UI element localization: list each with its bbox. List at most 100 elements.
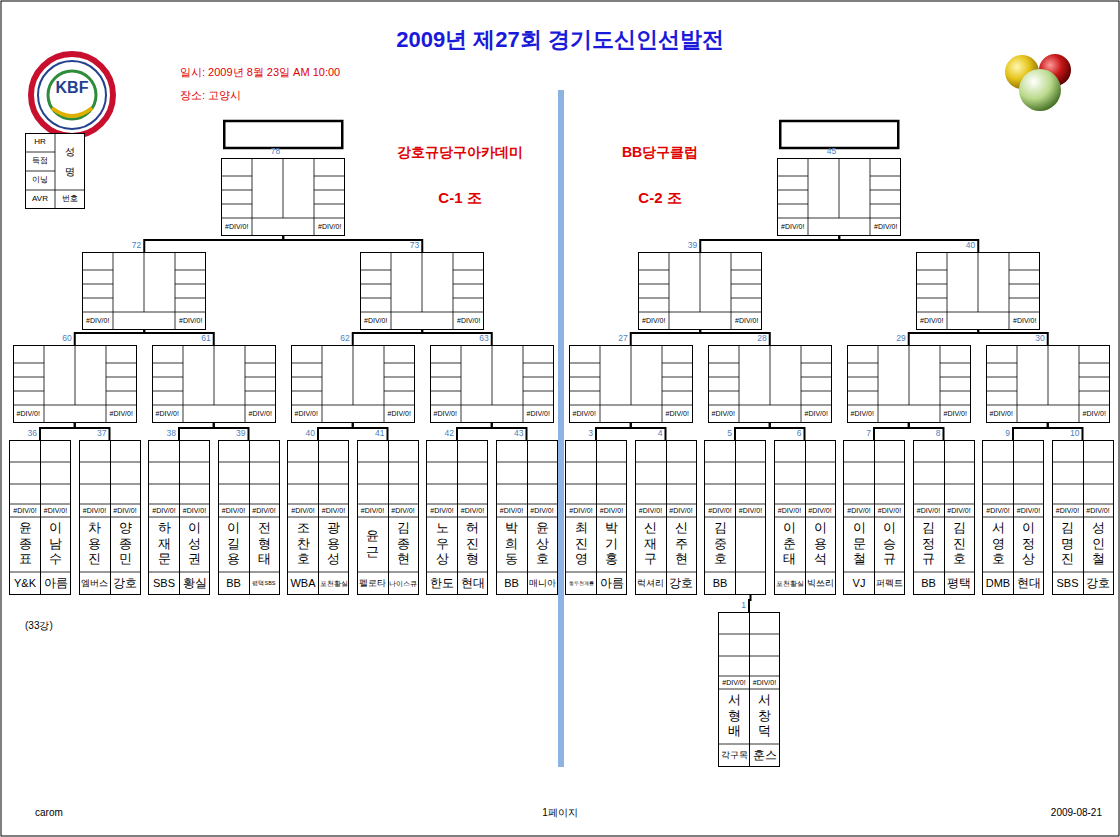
match-number: 36 <box>28 429 37 438</box>
average-cell: #DIV/0! <box>990 410 1013 418</box>
grid-line <box>731 284 762 285</box>
grid-line <box>9 517 41 518</box>
average-cell: #DIV/0! <box>500 507 523 515</box>
grid-line <box>522 345 523 423</box>
player-name: 이승규 <box>883 521 896 568</box>
cell-grid <box>749 612 780 767</box>
grid-line <box>82 298 113 299</box>
grid-line <box>113 312 175 313</box>
grid-line <box>82 312 113 313</box>
grid-line <box>384 363 415 364</box>
club-name: 포천황실 <box>776 580 804 587</box>
grid-line <box>40 484 71 485</box>
grid-line <box>805 484 836 485</box>
grid-line <box>527 572 558 573</box>
average-cell: #DIV/0! <box>434 410 457 418</box>
grid-line <box>600 405 662 406</box>
grid-line <box>218 517 250 518</box>
club-name: 동두천계룡 <box>569 581 594 587</box>
cell-grid <box>496 440 528 595</box>
grid-line <box>314 204 345 205</box>
player-box: #DIV/0!차용진엠버스 <box>79 440 111 595</box>
grid-line <box>388 462 419 463</box>
average-cell: #DIV/0! <box>920 317 943 325</box>
grid-line <box>496 504 528 505</box>
round-note: (33강) <box>25 620 53 632</box>
player-box: #DIV/0!성인철강호 <box>1083 440 1114 595</box>
grid-line <box>287 517 319 518</box>
grid-line <box>1083 572 1114 573</box>
grid-line <box>749 744 780 745</box>
grid-line <box>245 391 276 392</box>
player-box: #DIV/0!이성권황실 <box>179 440 210 595</box>
grid-line <box>79 517 111 518</box>
page-title: 2009년 제27회 경기도신인선발전 <box>396 27 724 52</box>
match-number: 8 <box>936 429 941 438</box>
average-cell: #DIV/0! <box>722 679 745 687</box>
grid-line <box>82 284 113 285</box>
grid-line <box>221 218 252 219</box>
player-box: #DIV/0!이용석빅쓰리 <box>805 440 836 595</box>
grid-line <box>986 405 1017 406</box>
grid-line <box>638 312 669 313</box>
grid-line <box>360 298 391 299</box>
grid-line <box>527 462 558 463</box>
venue-name: 강호규당구아카데미 <box>397 144 523 160</box>
player-name: 성인철 <box>1092 521 1105 568</box>
grid-line <box>457 462 488 463</box>
club-name: 강호 <box>669 577 693 590</box>
match-box: 28#DIV/0!#DIV/0! <box>708 345 832 423</box>
grid-line <box>527 504 558 505</box>
bracket-line <box>144 236 283 252</box>
average-cell: #DIV/0! <box>847 507 870 515</box>
grid-line <box>383 345 384 423</box>
grid-line <box>318 572 349 573</box>
club-name: 현대 <box>461 577 485 590</box>
player-name: 노우상 <box>436 521 449 568</box>
match-box: 39#DIV/0!#DIV/0! <box>638 252 762 330</box>
grid-line <box>175 298 206 299</box>
grid-line <box>870 158 871 236</box>
grid-line <box>944 484 975 485</box>
grid-line <box>25 171 55 172</box>
grid-line <box>113 252 114 330</box>
grid-line <box>322 405 384 406</box>
grid-line <box>777 204 808 205</box>
cell-grid <box>944 440 975 595</box>
player-name: 김중호 <box>714 521 727 568</box>
grid-line <box>1052 504 1084 505</box>
grid-line <box>314 190 345 191</box>
grid-line <box>774 504 806 505</box>
grid-line <box>179 462 210 463</box>
average-cell: #DIV/0! <box>1017 507 1040 515</box>
grid-line <box>947 312 1009 313</box>
match-number: 7 <box>866 429 871 438</box>
grid-line <box>430 391 461 392</box>
grid-line <box>430 377 461 378</box>
grid-line <box>40 462 71 463</box>
grid-line <box>569 363 600 364</box>
match-group: #DIV/0!이길용BB#DIV/0!전형태평택SBS39 <box>218 440 280 595</box>
cell-grid <box>874 440 905 595</box>
grid-line <box>944 462 975 463</box>
bracket-line <box>596 423 631 440</box>
match-group: #DIV/0!하재문SBS#DIV/0!이성권황실38 <box>148 440 210 595</box>
grid-line <box>596 572 627 573</box>
grid-line <box>40 517 71 518</box>
cell-grid <box>774 440 806 595</box>
grid-line <box>718 689 750 690</box>
player-name: 조찬호 <box>297 521 310 568</box>
club-name: BB <box>226 577 241 589</box>
match-group: #DIV/0!노우상한도#DIV/0!허진형현대42 <box>426 440 488 595</box>
bracket-line <box>75 423 110 440</box>
average-cell: #DIV/0! <box>1086 507 1109 515</box>
grid-line <box>318 462 349 463</box>
grid-line <box>986 377 1017 378</box>
grid-line <box>148 484 180 485</box>
grid-line <box>874 462 905 463</box>
grid-line <box>1013 517 1044 518</box>
grid-line <box>774 462 806 463</box>
player-box: #DIV/0!신재구럭셔리 <box>635 440 667 595</box>
grid-line <box>291 391 322 392</box>
average-cell: #DIV/0! <box>156 410 179 418</box>
